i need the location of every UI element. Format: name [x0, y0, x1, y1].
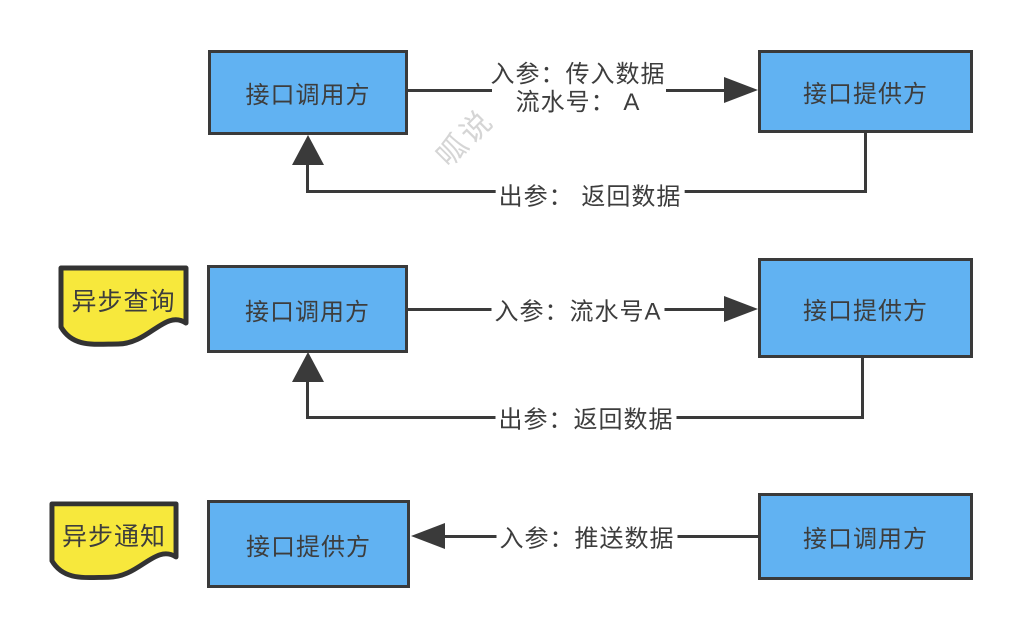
row2-note: 异步查询: [57, 264, 190, 352]
row1-request-label: 入参：传入数据 流水号： A: [488, 61, 669, 117]
document-shape-icon: [58, 265, 189, 347]
row3-caller-box: 接口调用方: [758, 493, 973, 580]
row2-request-arrowhead-icon: [724, 296, 758, 322]
row2-response-arrowhead-icon: [292, 352, 324, 382]
row1-response-line-down: [864, 131, 867, 192]
row2-provider-label: 接口提供方: [803, 297, 928, 325]
document-shape-icon: [49, 501, 179, 580]
row1-response-label: 出参： 返回数据: [495, 175, 685, 213]
row1-caller-label: 接口调用方: [245, 82, 371, 109]
row1-caller-box: 接口调用方: [208, 50, 408, 135]
row2-response-label: 出参：返回数据: [495, 398, 677, 436]
row1-request-line-right: [666, 89, 724, 92]
row1-provider-label: 接口提供方: [803, 81, 928, 108]
row2-note-label: 异步查询: [71, 288, 176, 316]
row1-request-label-line1: 入参：传入数据: [490, 61, 666, 88]
row2-request-label: 入参：流水号A: [491, 290, 665, 328]
row3-note: 异步通知: [48, 500, 180, 585]
row2-provider-box: 接口提供方: [758, 258, 973, 358]
row1-provider-box: 接口提供方: [758, 50, 973, 133]
row2-response-line-down: [861, 356, 864, 418]
row1-request-label-line2: 流水号： A: [515, 89, 641, 116]
row3-provider-box: 接口提供方: [207, 500, 410, 588]
row3-provider-label: 接口提供方: [246, 533, 371, 561]
row1-request-line-left: [408, 89, 492, 92]
row1-response-arrowhead-icon: [292, 135, 324, 165]
row2-caller-box: 接口调用方: [207, 265, 408, 353]
row3-request-arrowhead-icon: [411, 523, 445, 549]
row2-response-line-up: [306, 376, 309, 418]
row1-request-arrowhead-icon: [724, 77, 758, 103]
row3-note-label: 异步通知: [61, 522, 166, 551]
row3-request-label: 入参：推送数据: [496, 517, 678, 555]
row1-response-line-up: [306, 150, 309, 192]
row3-caller-label: 接口调用方: [803, 526, 928, 553]
row2-caller-label: 接口调用方: [245, 298, 370, 326]
